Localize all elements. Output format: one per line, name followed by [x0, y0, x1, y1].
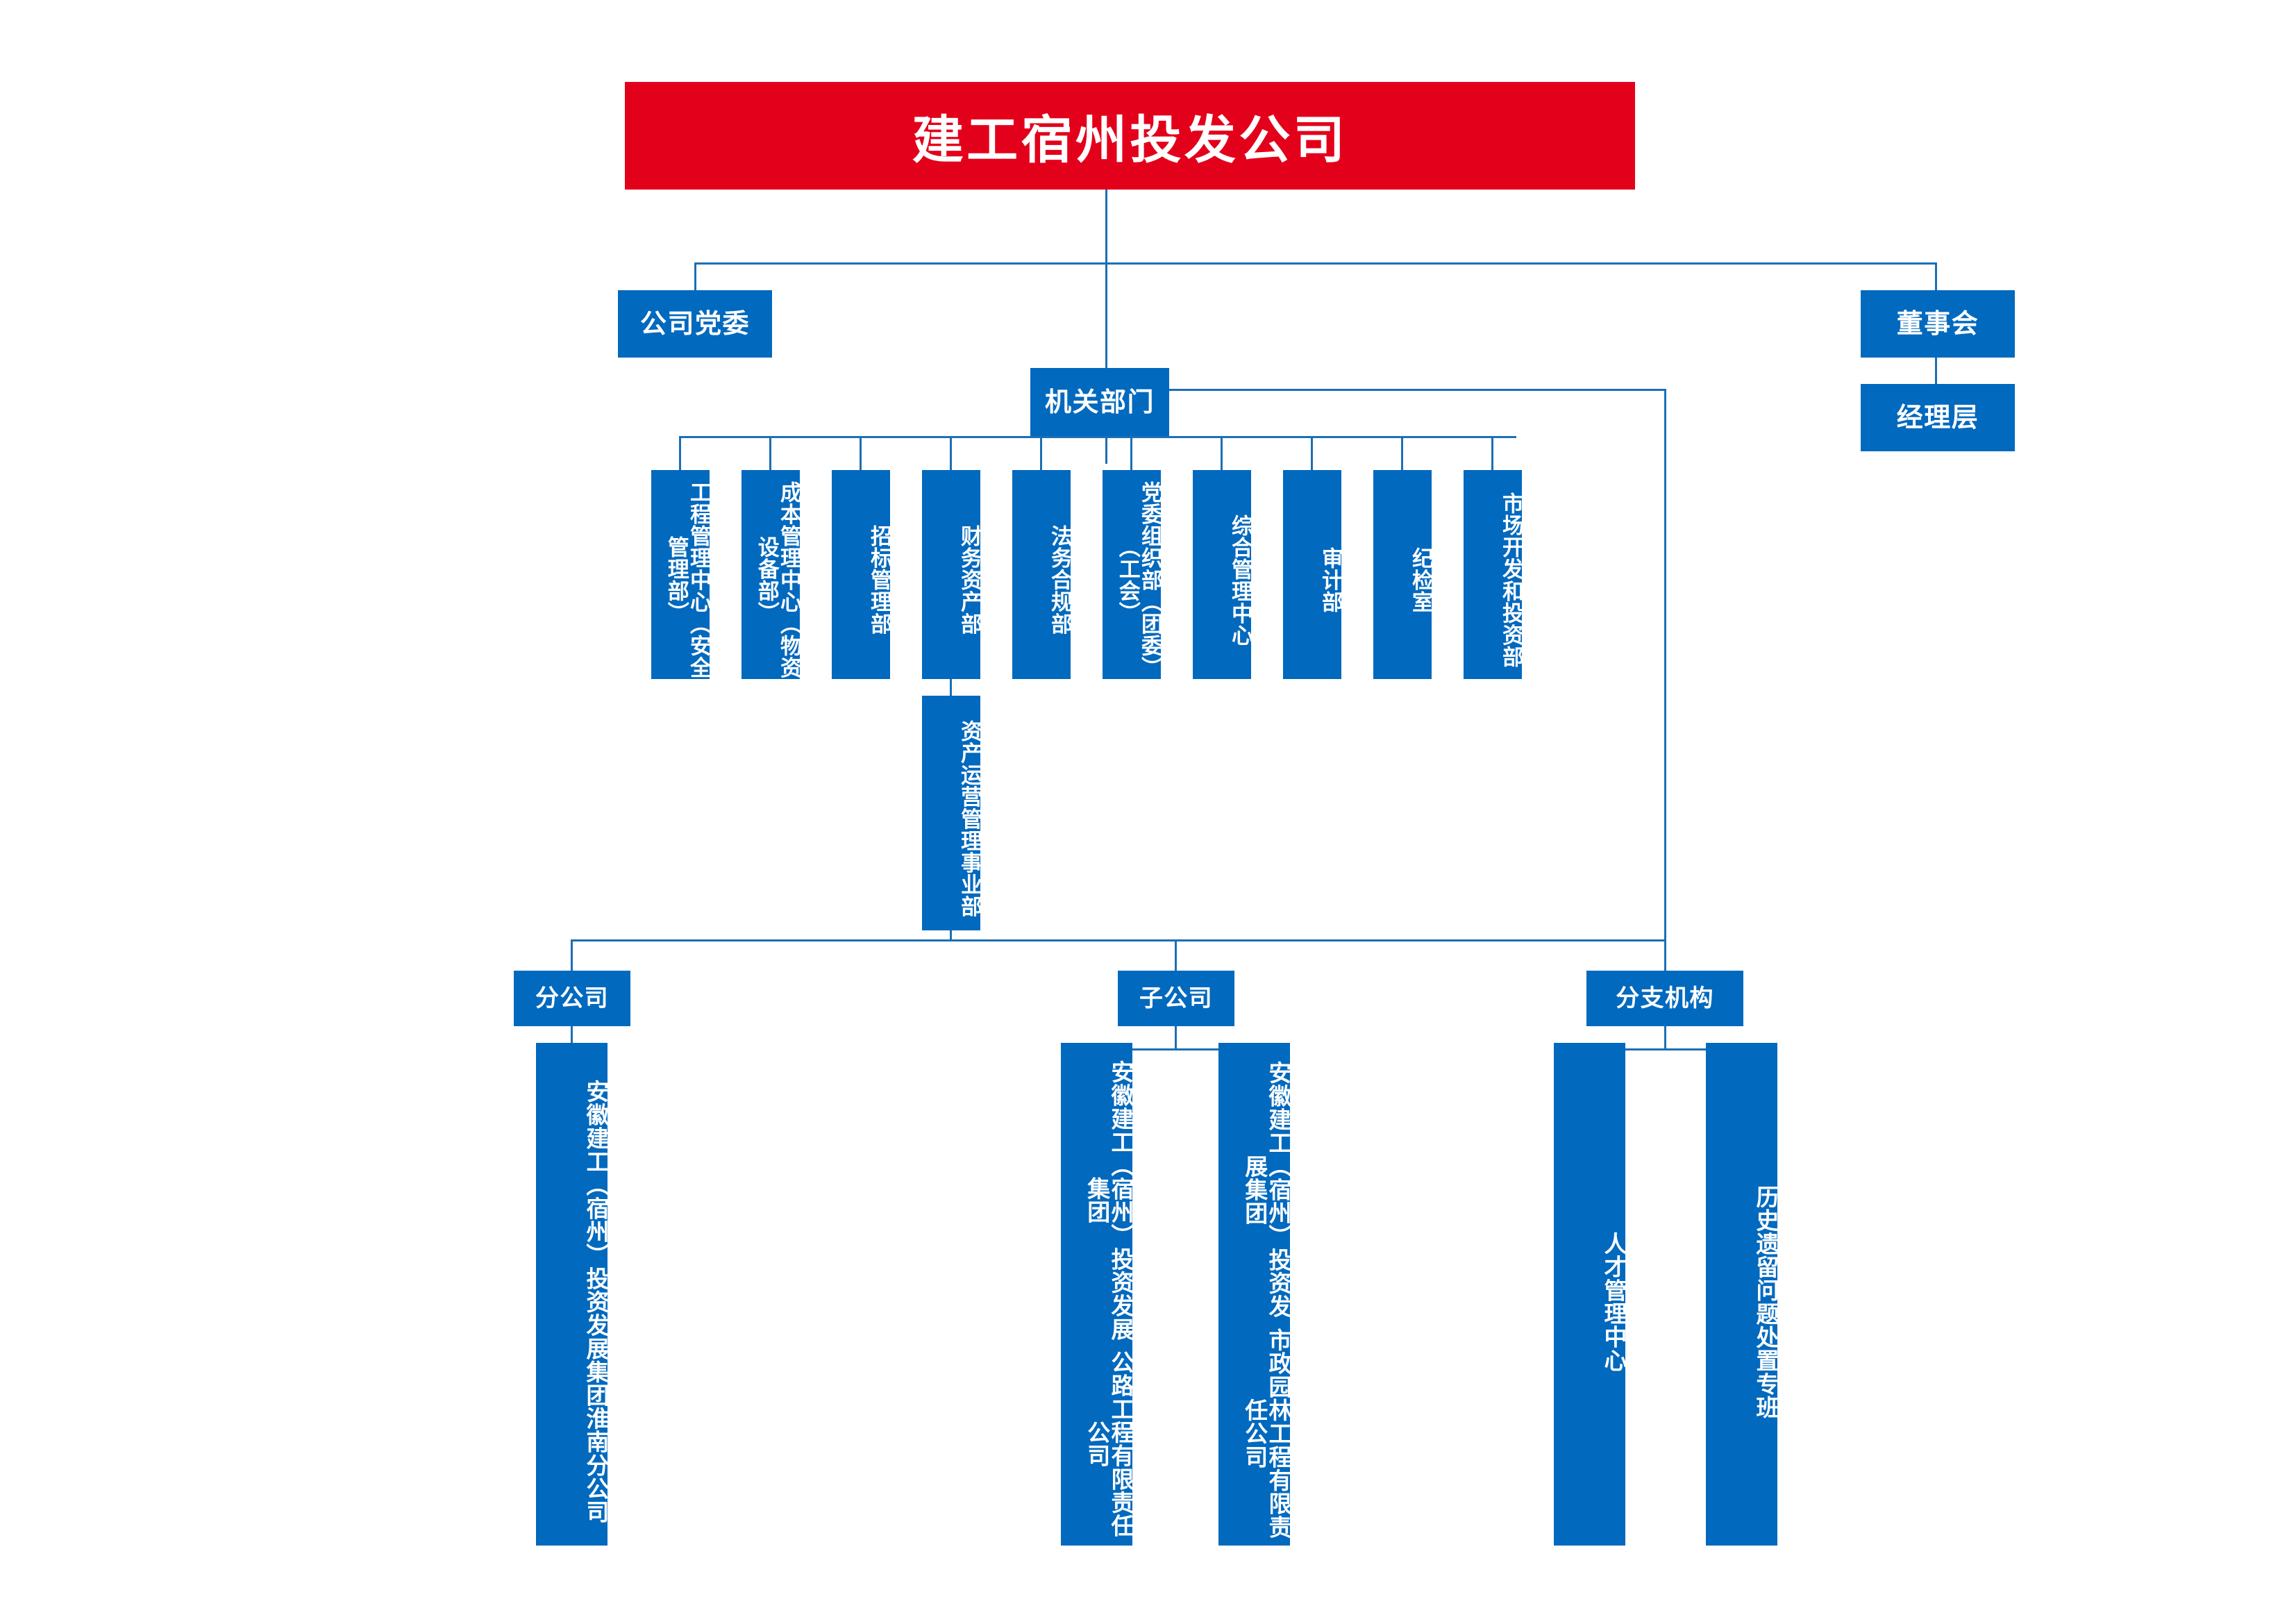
connector-to-board — [1935, 262, 1937, 290]
chart-title-banner: 建工宿州投发公司 — [625, 82, 1635, 190]
connector-dept-0 — [679, 436, 681, 470]
connector-group-1-stem — [1175, 1026, 1177, 1050]
department-node-2[interactable]: 招标管理部 — [832, 470, 891, 679]
connector-group-0-stem — [571, 1026, 573, 1043]
connector-to-party-committee — [694, 262, 696, 290]
connector-banner-stem — [1105, 190, 1107, 262]
connector-dept-3 — [950, 436, 952, 470]
department-node-9[interactable]: 市场开发和投资部 — [1464, 470, 1523, 679]
connector-board-to-management — [1935, 358, 1937, 384]
connector-right-down-to-groups — [1664, 389, 1666, 941]
node-head-office[interactable]: 机关部门 — [1030, 368, 1169, 436]
department-node-4[interactable]: 法务合规部 — [1012, 470, 1072, 679]
group-header-0[interactable]: 分公司 — [514, 971, 630, 1026]
connector-group-1-bus — [1096, 1048, 1255, 1050]
node-party-committee[interactable]: 公司党委 — [618, 290, 772, 358]
group-header-2[interactable]: 分支机构 — [1586, 971, 1743, 1026]
group-2-child-0-main: 人才管理中心 — [1600, 1232, 1627, 1372]
business-unit-node[interactable]: 资产运营管理事业部 — [922, 696, 982, 930]
connector-dept-6 — [1221, 436, 1223, 470]
group-2-child-1[interactable]: 历史遗留问题处置专班 — [1706, 1043, 1779, 1546]
connector-group-2-stem — [1664, 1026, 1666, 1050]
group-1-child-0-sub: 公路工程有限责任公司 — [1083, 1350, 1134, 1538]
department-node-1[interactable]: 成本管理中心（物资设备部） — [741, 470, 801, 679]
group-0-child-0-sub: 淮南分公司 — [583, 1407, 610, 1524]
group-0-child-0-main: 安徽建工（宿州）投资发展集团 — [583, 1080, 610, 1407]
connector-to-group-1 — [1175, 939, 1177, 971]
connector-head-office-right — [1169, 389, 1666, 391]
node-board-of-directors[interactable]: 董事会 — [1861, 290, 2015, 358]
department-node-7[interactable]: 审计部 — [1283, 470, 1343, 679]
group-1-child-1-sub: 市政园林工程有限责任公司 — [1241, 1328, 1292, 1539]
connector-dept-7 — [1311, 436, 1313, 470]
group-1-child-1-main: 安徽建工（宿州）投资发展集团 — [1241, 1060, 1292, 1319]
connector-dept-8 — [1401, 436, 1403, 470]
node-management-layer[interactable]: 经理层 — [1861, 384, 2015, 451]
department-node-8[interactable]: 纪检室 — [1373, 470, 1433, 679]
group-1-child-0-main: 安徽建工（宿州）投资发展集团 — [1083, 1060, 1134, 1341]
department-node-5[interactable]: 党委组织部（团委）（工会） — [1103, 470, 1162, 679]
connector-business-unit-stem — [950, 930, 952, 941]
connector-group-2-bus — [1589, 1048, 1743, 1050]
connector-departments-bus — [679, 436, 1516, 438]
connector-to-group-0 — [571, 939, 573, 971]
department-node-6[interactable]: 综合管理中心 — [1193, 470, 1252, 679]
connector-groups-bus — [571, 939, 1666, 941]
group-1-child-0[interactable]: 安徽建工（宿州）投资发展集团 公路工程有限责任公司 — [1061, 1043, 1134, 1546]
department-node-3[interactable]: 财务资产部 — [922, 470, 982, 679]
connector-dept-2 — [860, 436, 862, 470]
department-node-0[interactable]: 工程管理中心（安全管理部） — [651, 470, 711, 679]
connector-head-office-stem — [1105, 436, 1107, 464]
connector-to-group-2 — [1664, 939, 1666, 971]
group-2-child-0[interactable]: 人才管理中心 — [1554, 1043, 1627, 1546]
group-1-child-1[interactable]: 安徽建工（宿州）投资发展集团 市政园林工程有限责任公司 — [1218, 1043, 1292, 1546]
group-0-child-0[interactable]: 安徽建工（宿州）投资发展集团 淮南分公司 — [536, 1043, 610, 1546]
group-header-1[interactable]: 子公司 — [1118, 971, 1234, 1026]
connector-to-business-unit — [950, 679, 952, 696]
connector-dept-9 — [1491, 436, 1493, 470]
group-2-child-1-main: 历史遗留问题处置专班 — [1752, 1184, 1779, 1419]
connector-dept-1 — [769, 436, 771, 470]
connector-dept-5 — [1130, 436, 1132, 470]
connector-banner-to-head-office — [1105, 262, 1107, 368]
connector-top-bus — [694, 262, 1937, 265]
connector-dept-4 — [1040, 436, 1042, 470]
